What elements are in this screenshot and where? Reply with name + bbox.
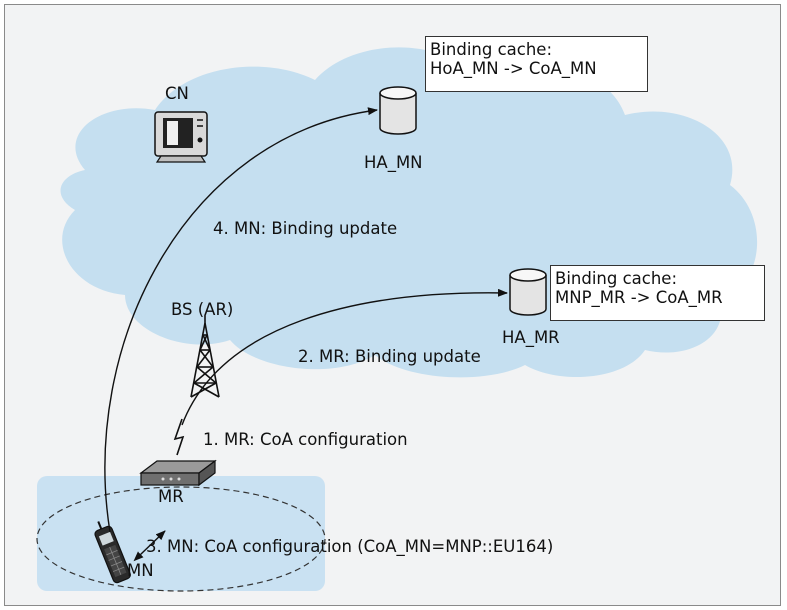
binding-cache-entry: HoA_MN -> CoA_MN	[430, 59, 597, 78]
mobile-network-ellipse	[36, 486, 326, 592]
bs-label: BS (AR)	[171, 300, 234, 319]
mobile-phone-icon	[94, 521, 131, 584]
antenna-tower-icon	[190, 315, 220, 398]
binding-cache-ha-mn: Binding cache: HoA_MN -> CoA_MN	[425, 36, 648, 92]
ha-mr-label: HA_MR	[502, 328, 560, 347]
database-icon	[509, 268, 547, 316]
diagram-frame: CN HA_MN HA_MR BS (AR) MR MN 4. MN: Bind…	[4, 4, 781, 606]
step-1-label: 1. MR: CoA configuration	[203, 430, 408, 449]
step-4-label: 4. MN: Binding update	[213, 219, 398, 238]
binding-cache-ha-mr: Binding cache: MNP_MR -> CoA_MR	[550, 265, 765, 321]
terminal-icon	[154, 111, 208, 163]
wireless-link-icon	[173, 418, 185, 456]
binding-cache-title: Binding cache:	[430, 40, 553, 59]
coa-configuration-arrow-mn	[133, 530, 166, 562]
cn-label: CN	[165, 84, 189, 103]
ha-mn-label: HA_MN	[364, 153, 423, 172]
mn-label: MN	[127, 561, 154, 580]
binding-update-arrow-mn	[104, 107, 378, 533]
step-2-label: 2. MR: Binding update	[298, 347, 481, 366]
mr-label: MR	[158, 487, 184, 506]
binding-cache-entry: MNP_MR -> CoA_MR	[555, 288, 723, 307]
router-icon	[139, 459, 217, 487]
step-3-label: 3. MN: CoA configuration (CoA_MN=MNP::EU…	[146, 537, 554, 556]
binding-cache-title: Binding cache:	[555, 269, 678, 288]
database-icon	[379, 86, 417, 135]
binding-update-arrow-mr	[181, 288, 508, 426]
